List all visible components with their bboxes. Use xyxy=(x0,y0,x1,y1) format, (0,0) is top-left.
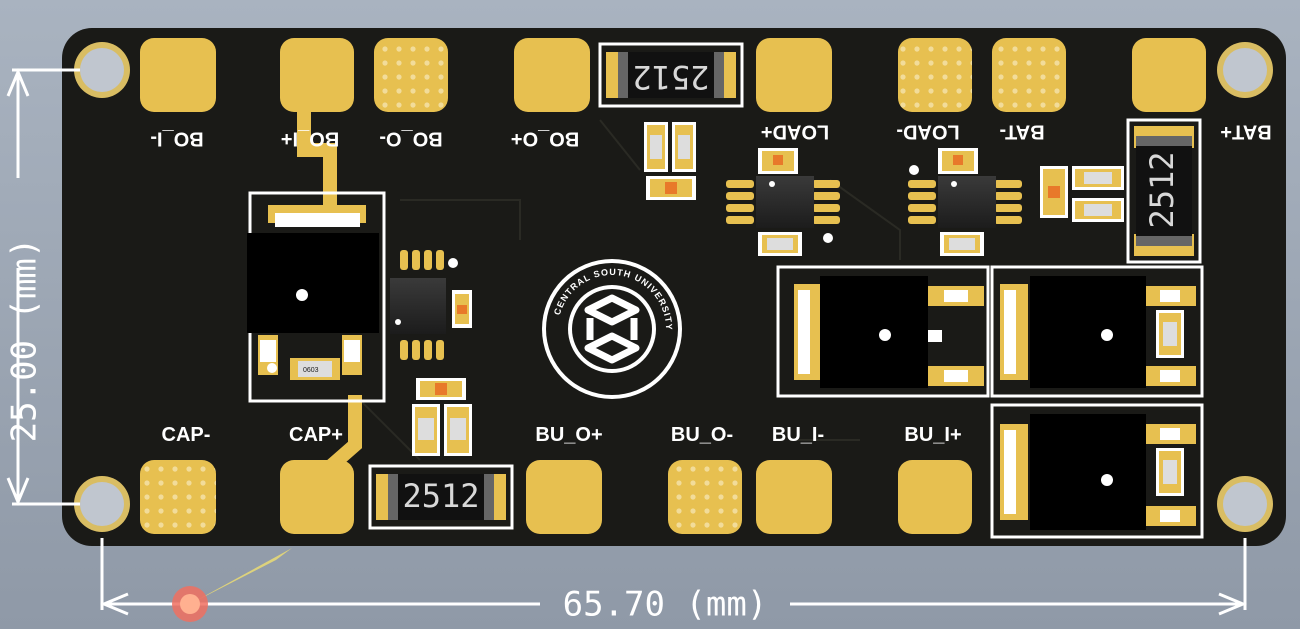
university-logo: CENTRAL SOUTH UNIVERSITY xyxy=(542,259,682,399)
label-bo-i-minus: BO_I- xyxy=(150,128,203,150)
label-bu-i-minus: BU_I- xyxy=(772,424,824,446)
mosfet-2 xyxy=(990,265,1204,398)
pad-bo-i-plus xyxy=(280,38,354,112)
label-load-minus: LOAD- xyxy=(896,121,959,143)
label-bat-plus: BAT+ xyxy=(1220,121,1271,143)
resistor-marking: 2512 xyxy=(1143,151,1181,228)
label-bo-i-plus: BO_I+ xyxy=(281,128,339,150)
msop-chip-1 xyxy=(726,148,840,256)
small-parts-top-center xyxy=(644,122,696,200)
copper-trace-cap-plus xyxy=(310,395,362,486)
top-labels: BO_I- BO_I+ BO_O- BO_O+ LOAD+ LOAD- BAT-… xyxy=(150,121,1271,150)
msop-chip-2 xyxy=(908,148,1022,256)
regulator-package: 0603 xyxy=(247,191,386,403)
resistor-2512-bottom: 2512 xyxy=(368,464,514,530)
pad-bu-o-plus xyxy=(526,460,602,534)
pad-bo-i-minus xyxy=(140,38,216,112)
label-bat-minus: BAT- xyxy=(999,121,1044,143)
resistor-marking: 2512 xyxy=(632,58,709,96)
pcb-board xyxy=(62,28,1286,546)
top-pads xyxy=(140,38,1206,112)
resistor-2512-right: 2512 xyxy=(1126,118,1202,264)
mounting-holes xyxy=(74,42,1273,532)
resistor-2512-top: 2512 xyxy=(598,42,744,108)
label-bu-o-plus: BU_O+ xyxy=(535,424,602,446)
label-cap-minus: CAP- xyxy=(162,424,211,446)
soic-chip-left xyxy=(390,250,472,360)
label-bu-o-minus: BU_O- xyxy=(671,424,733,446)
label-bo-o-plus: BO_O+ xyxy=(511,128,579,150)
bottom-labels: CAP- CAP+ BU_O+ BU_O- BU_I- BU_I+ xyxy=(162,424,962,446)
background-traces xyxy=(249,119,901,461)
pad-bat-plus xyxy=(1132,38,1206,112)
pad-bu-i-plus xyxy=(898,460,972,534)
dimension-height xyxy=(6,68,80,506)
copper-trace-bo-i-plus xyxy=(297,100,337,210)
label-cap-plus: CAP+ xyxy=(289,424,343,446)
small-parts-top-right xyxy=(1040,166,1124,222)
label-bu-i-plus: BU_I+ xyxy=(904,424,961,446)
cursor-highlight xyxy=(172,548,292,622)
resistor-marking: 2512 xyxy=(402,477,479,515)
part-marking: 0603 xyxy=(303,367,319,374)
label-load-plus: LOAD+ xyxy=(761,121,829,143)
mosfet-1 xyxy=(776,265,990,398)
width-dimension-label: 65.70 (mm) xyxy=(563,585,768,625)
bottom-pads xyxy=(140,460,972,534)
height-dimension-label: 25.00 (mm) xyxy=(5,238,45,443)
pad-load-plus xyxy=(756,38,832,112)
small-parts-bottom-center xyxy=(412,378,472,456)
mosfet-3 xyxy=(990,403,1204,539)
label-bo-o-minus: BO_O- xyxy=(379,128,442,150)
pad-cap-plus xyxy=(280,460,354,534)
pad-bo-o-plus xyxy=(514,38,590,112)
pad-bu-i-minus xyxy=(756,460,832,534)
